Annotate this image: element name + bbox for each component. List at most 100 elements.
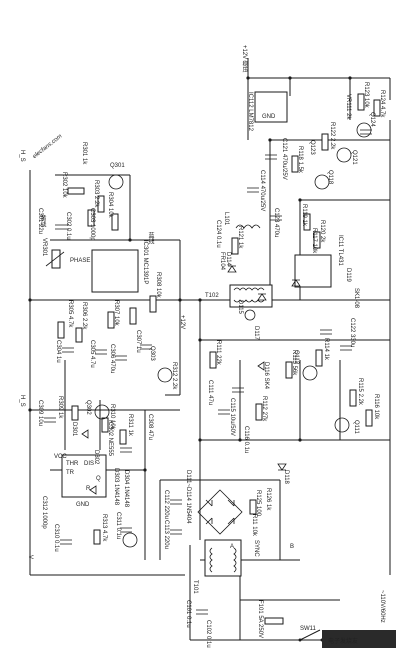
d111-label: D111~D114 1N5404 <box>185 470 191 524</box>
q303-label: Q303 <box>149 346 155 361</box>
c111-label: C111 47u <box>207 380 213 405</box>
d115-label: D115 <box>237 300 243 315</box>
gnd-label: GND <box>262 114 276 120</box>
t102-label: T102 <box>205 293 219 299</box>
sk1-label: SK1-08 <box>353 288 359 309</box>
c309-label: C309 10u <box>37 400 43 426</box>
r123-label: R123 10k <box>363 82 369 109</box>
wiring <box>29 58 391 641</box>
d302-label: D302 <box>93 450 99 465</box>
q111-label: Q111 <box>353 420 359 434</box>
c301-label: C301 22u <box>37 208 43 234</box>
ic112-regulator <box>254 91 288 123</box>
t101-label: T101 <box>192 580 198 594</box>
phase-label: PHASE <box>70 258 90 264</box>
ic11-label: IC11 TL431 <box>337 235 343 266</box>
q124-label: Q124 <box>369 112 375 127</box>
vr301-label: VR301 <box>41 238 47 257</box>
t101-transformer <box>204 539 242 577</box>
fuse-f101 <box>264 617 284 625</box>
f101-label: F101 5A 250V <box>257 600 263 638</box>
a-label: A <box>230 544 234 550</box>
c308-label: C308 47u <box>147 414 153 440</box>
vr111-label: VR111 2k <box>345 94 351 120</box>
r-label: R <box>86 486 91 492</box>
c113-label: C113 220u <box>163 520 169 549</box>
c304-label: C304 1u <box>55 340 61 363</box>
q118-label: Q118 <box>327 170 333 185</box>
r120-label: R120 2k <box>319 220 325 243</box>
resistors <box>57 93 381 545</box>
r124-label: R124 4.7k <box>379 90 385 118</box>
c116-label: C116 0.1u <box>243 426 249 453</box>
c306-label: C306 470u <box>109 344 115 373</box>
r313-label: R313 4.7k <box>101 514 107 542</box>
c311-label: C311 0.1u <box>115 512 121 539</box>
c102-label: C102 0.1u <box>205 620 211 648</box>
ic11-shunt <box>294 254 332 288</box>
top-rail-label: +12V 稳压 <box>241 45 248 74</box>
r311-label: R311 1k <box>127 414 133 437</box>
r306-label: R306 2.2k <box>81 302 87 330</box>
r310-label: R310 10k <box>109 404 115 431</box>
r303-label: R303 2.2k <box>93 180 99 208</box>
d303-label: D303 1N4148 <box>113 468 119 506</box>
corner-logo: 电子发烧友 <box>322 630 396 648</box>
q123-label: Q123 <box>309 140 315 155</box>
r304-label: R304 10k <box>107 192 113 219</box>
svg-text:电子发烧友: 电子发烧友 <box>328 637 358 645</box>
hs2-label: H_S <box>19 395 25 407</box>
ic301-chip <box>91 249 139 293</box>
r302-label: R302 10k <box>61 172 67 199</box>
c112-label: C112 220u <box>163 490 169 519</box>
dis-label: DIS <box>84 461 94 467</box>
c303-label: C303 1000p <box>89 208 95 241</box>
r305-label: R305 4.7k <box>67 300 73 328</box>
c302-label: C302 0.1u <box>65 212 71 240</box>
r118-label: R118 1.5k <box>297 146 303 174</box>
c310-label: C310 0.1u <box>53 524 59 552</box>
q301-label: Q301 <box>110 163 125 169</box>
vr301-pot <box>51 249 61 269</box>
huang-label: 黄线 <box>39 214 46 227</box>
inductor-l101 <box>235 224 261 229</box>
hs1-label: H_S <box>19 150 25 162</box>
c123-label: C123 470u <box>273 208 279 237</box>
d304-label: D304 1N4148 <box>123 470 129 508</box>
r115-label: R115 2.2k <box>357 378 363 406</box>
sync-label: SYNC <box>253 540 259 557</box>
l101-label: L101 <box>223 212 229 226</box>
bluewire-label: 蓝线 <box>147 231 154 244</box>
q302-label: Q302 <box>85 400 91 415</box>
q121-label: Q121 <box>351 150 357 165</box>
r119-label: R119 1k <box>301 204 307 227</box>
r113-label: R113 56k <box>291 350 297 376</box>
c122-label: C122 330u <box>349 318 355 347</box>
ic302-timer <box>61 454 107 498</box>
b-label: B <box>290 544 294 550</box>
watermark-text: elecfans.com <box>32 134 64 160</box>
vcc-label: VCC <box>54 454 67 460</box>
r312-label: R312 2.2k <box>171 362 177 390</box>
r114-label: R114 1k <box>323 338 329 361</box>
c114-label: C114 470u/25V <box>259 170 265 211</box>
t102-transformer <box>229 284 273 308</box>
r122-label: R122 2.2k <box>329 122 335 150</box>
r126-label: R126 1k <box>265 488 271 511</box>
c307-label: C307 1u <box>135 330 141 353</box>
d301-label: D301 <box>71 422 77 437</box>
r11-mains-label: R11 10k <box>251 514 257 537</box>
r307-label: R307 10k <box>113 300 119 327</box>
ic112-label: IC112 LM7812 <box>247 92 253 132</box>
v-label: V <box>27 555 33 559</box>
r121-label: R121 1k <box>237 226 243 249</box>
q112-label: Q112 <box>293 350 299 365</box>
c121-label: C121 470u/25V <box>281 138 287 180</box>
fr104-label: FR104 <box>219 252 225 271</box>
d117-label: D117 <box>253 326 259 341</box>
diodes <box>81 265 301 495</box>
q-label: Q <box>96 476 101 482</box>
c101-label: C101 0.1u <box>185 600 191 628</box>
bridge-rectifier <box>197 489 243 535</box>
